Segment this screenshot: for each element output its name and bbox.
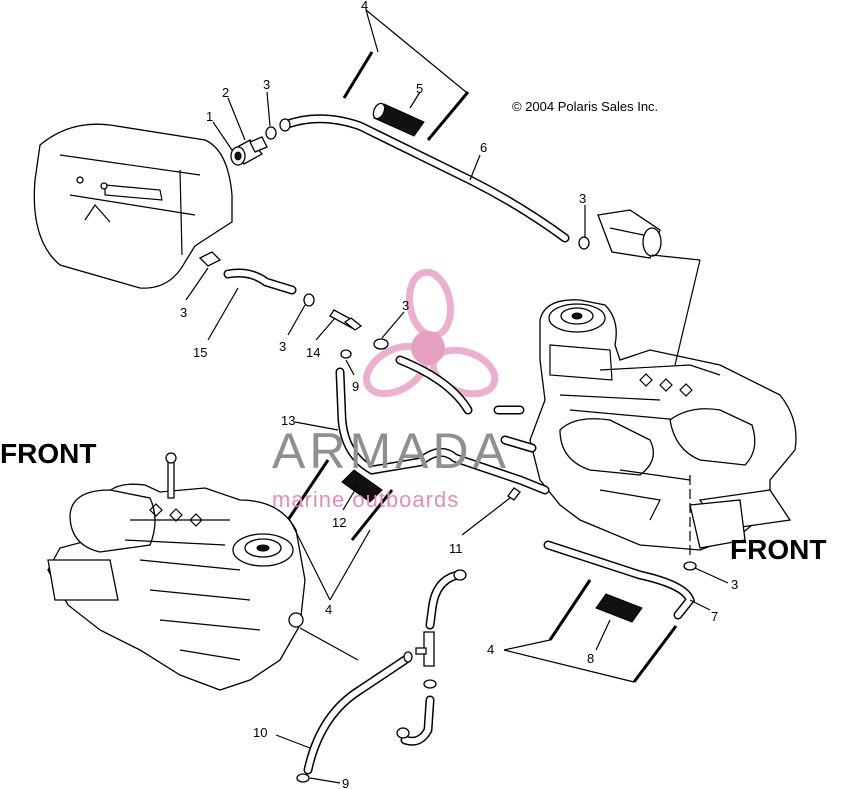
callout-14: 14: [306, 345, 320, 360]
leader-fitting-1: [651, 254, 701, 261]
fitting-part-1-2: [230, 126, 277, 166]
watermark-propeller-logo: [363, 268, 499, 398]
fitting-11: [507, 487, 521, 501]
callout-10: 10: [253, 725, 267, 740]
engine-right: [529, 299, 797, 551]
watermark-subtitle: marine outboards: [272, 487, 459, 512]
clamp-3-center: [373, 338, 389, 350]
hose-lower-elbow: [400, 570, 463, 746]
callout-12: 12: [332, 515, 346, 530]
watermark-title: ARMADA: [272, 423, 510, 479]
front-label-right: FRONT: [730, 534, 826, 565]
clamp-9-lower: [296, 773, 310, 783]
callout-4: 4: [487, 642, 494, 657]
callout-3: 3: [263, 77, 270, 92]
callout-8: 8: [587, 651, 594, 666]
leader-left-engine: [299, 627, 359, 661]
callout-4: 4: [361, 0, 368, 13]
tee-fitting: [423, 631, 435, 667]
hose-15: [223, 268, 297, 295]
copyright-text: © 2004 Polaris Sales Inc.: [512, 99, 658, 114]
hose-7: [543, 540, 696, 620]
callout-1: 1: [206, 109, 213, 124]
callout-15: 15: [193, 345, 207, 360]
callout-6: 6: [480, 140, 487, 155]
fitting-14: [329, 309, 363, 331]
callout-3: 3: [731, 577, 738, 592]
callout-9: 9: [342, 776, 349, 789]
callout-3: 3: [579, 191, 586, 206]
callout-3: 3: [180, 305, 187, 320]
engine-left: [47, 452, 306, 691]
muffler-housing: [33, 123, 233, 289]
callout-13: 13: [281, 413, 295, 428]
hose-10: [303, 655, 410, 775]
clamp-9-upper: [340, 349, 352, 359]
clamp-3: [279, 118, 291, 132]
leader-lines: [185, 9, 729, 784]
sleeve-8: [595, 593, 643, 623]
outlet-fitting: [578, 209, 662, 259]
cable-ties-4-top: [342, 51, 470, 141]
clamp-3-mid: [303, 293, 315, 307]
callout-7: 7: [711, 609, 718, 624]
callout-3: 3: [402, 298, 409, 313]
callout-11: 11: [449, 541, 463, 556]
callout-4: 4: [325, 602, 332, 617]
cable-ties-4-middle: [286, 459, 394, 541]
callout-2: 2: [222, 85, 229, 100]
cable-ties-4-lower: [548, 579, 678, 683]
sleeve-5: [372, 102, 425, 137]
hose-13: [335, 355, 550, 495]
callout-5: 5: [416, 81, 423, 96]
callout-3: 3: [279, 339, 286, 354]
front-label-left: FRONT: [0, 438, 96, 469]
clamp-3-lower: [683, 561, 697, 571]
hose-6: [280, 114, 570, 243]
leader-fitting-2: [674, 259, 701, 366]
callout-9: 9: [352, 379, 359, 394]
sleeve-12: [341, 469, 383, 503]
